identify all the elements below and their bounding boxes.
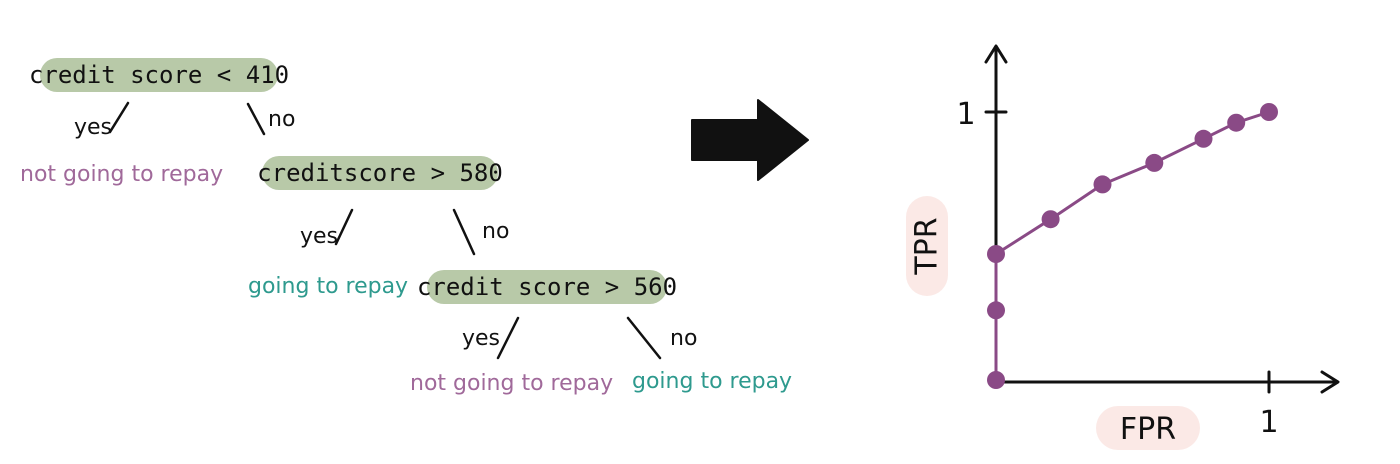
roc-points <box>987 103 1278 389</box>
root-yes-branch <box>108 101 130 134</box>
root-yes-label: yes <box>74 115 112 140</box>
root-node-box <box>40 58 278 92</box>
node2-condition: creditscore > 580 <box>257 159 503 187</box>
node2-no-label: no <box>482 219 509 244</box>
root-node-condition: credit score < 410 <box>29 61 289 89</box>
node3: credit score > 560 <box>417 270 677 304</box>
roc-point-4 <box>1093 175 1112 194</box>
node3-no-branch <box>626 316 662 360</box>
roc-point-2 <box>987 245 1005 263</box>
roc-point-8 <box>1260 103 1278 121</box>
right-arrow-icon <box>691 99 809 181</box>
y-axis-title-bg <box>906 196 948 296</box>
roc-point-3 <box>1041 210 1060 229</box>
node3-condition: credit score > 560 <box>417 273 677 301</box>
y-axis-title-text: TPR <box>910 217 945 275</box>
node3-no-leaf: going to repay <box>632 369 792 394</box>
roc-point-6 <box>1194 129 1213 148</box>
root-no-branch <box>246 102 266 136</box>
x-tick-label-1: 1 <box>1259 405 1278 440</box>
roc-point-5 <box>1145 153 1164 172</box>
root-node: credit score < 410 <box>29 58 289 92</box>
x-axis-title-text: FPR <box>1120 412 1176 447</box>
node3-yes-branch <box>496 316 520 360</box>
node2-yes-leaf: going to repay <box>248 274 408 299</box>
y-axis-title: TPR <box>906 196 948 296</box>
node2: creditscore > 580 <box>257 156 503 190</box>
y-axis-arrowhead <box>984 44 1008 64</box>
x-axis-title: FPR <box>1096 406 1200 450</box>
node3-yes-leaf: not going to repay <box>410 371 613 396</box>
node3-box <box>427 270 667 304</box>
y-tick-label-1: 1 <box>956 97 975 132</box>
node3-yes-label: yes <box>462 326 500 351</box>
x-axis-arrowhead <box>1320 370 1340 394</box>
roc-point-7 <box>1227 113 1246 132</box>
decision-tree: credit score < 410 yes no not going to r… <box>20 58 792 396</box>
node2-yes-label: yes <box>300 224 338 249</box>
roc-chart: 1 1 TPR FPR <box>906 44 1340 450</box>
root-no-label: no <box>268 107 295 132</box>
node2-no-branch <box>452 208 476 256</box>
node3-no-label: no <box>670 326 697 351</box>
root-yes-leaf: not going to repay <box>20 162 223 187</box>
roc-curve-line <box>994 110 1270 380</box>
x-axis-title-bg <box>1096 406 1200 450</box>
node2-box <box>262 156 498 190</box>
roc-point-1 <box>987 301 1005 320</box>
node2-yes-branch <box>334 208 354 246</box>
roc-point-0 <box>987 371 1005 389</box>
